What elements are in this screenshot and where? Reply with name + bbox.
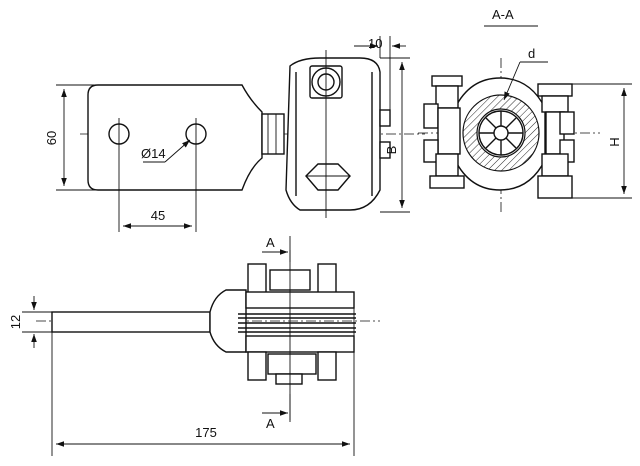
section-mark-bottom: A — [262, 394, 291, 431]
plan-view — [36, 250, 380, 456]
dimension-H: H — [572, 83, 632, 199]
dim-d-label: d — [528, 46, 535, 61]
side-screw-upper — [379, 109, 391, 127]
section-mark-bottom-label: A — [266, 416, 275, 431]
dim-10-label: 10 — [368, 36, 382, 51]
lug-plate — [87, 84, 263, 191]
front-view — [80, 50, 425, 232]
conductor-core — [478, 110, 524, 156]
bolt-end — [275, 373, 303, 385]
dim-diameter-label: Ø14 — [141, 146, 166, 161]
section-title: A-A — [492, 7, 514, 22]
dimension-60: 60 — [44, 84, 98, 191]
upper-yoke-right — [317, 263, 337, 295]
dimension-12: 12 — [8, 296, 52, 348]
rod — [51, 311, 211, 333]
rod-taper — [209, 289, 247, 353]
lower-yoke-left — [247, 351, 267, 381]
lower-plate — [245, 335, 355, 353]
section-mark-top: A — [262, 235, 291, 262]
dimension-B: B — [380, 57, 410, 213]
lower-nut — [267, 353, 317, 375]
lug-neck — [261, 113, 285, 155]
dim-B-label: B — [384, 146, 399, 155]
dimension-10: 10 — [354, 36, 406, 110]
lower-yoke-right — [317, 351, 337, 381]
dimension-diameter: Ø14 — [141, 139, 191, 163]
section-left-bolt — [423, 75, 465, 189]
conductor-strands — [238, 313, 356, 333]
dimension-45: 45 — [123, 208, 192, 229]
dimension-175: 175 — [55, 425, 350, 447]
dim-12-label: 12 — [8, 315, 23, 329]
upper-plate — [245, 291, 355, 309]
dim-60-label: 60 — [44, 131, 59, 145]
side-screw-lower — [379, 141, 391, 159]
upper-yoke-left — [247, 263, 267, 295]
dim-H-label: H — [607, 137, 622, 146]
dim-175-label: 175 — [195, 425, 217, 440]
section-mark-top-label: A — [266, 235, 275, 250]
section-right-bolt — [537, 83, 575, 199]
dim-45-label: 45 — [151, 208, 165, 223]
section-view: A-A — [418, 7, 600, 212]
